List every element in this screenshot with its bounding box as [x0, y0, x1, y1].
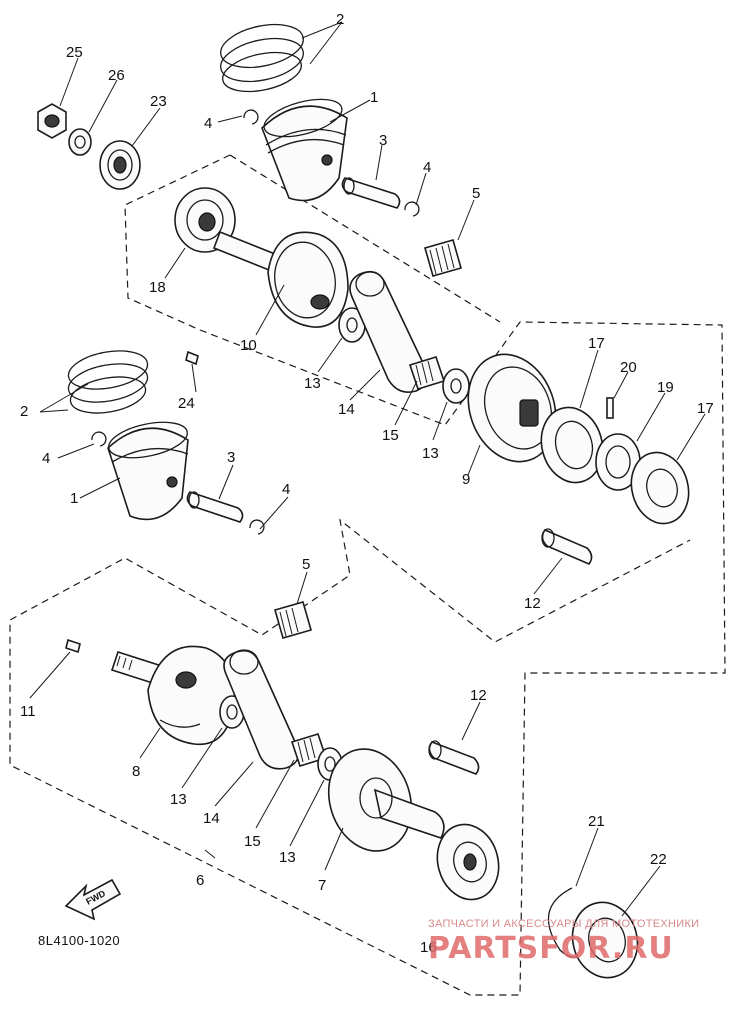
callout-21: 21 — [588, 813, 605, 830]
callout-7: 7 — [318, 877, 326, 894]
bearing-16 — [436, 823, 500, 901]
callout-3-upper: 3 — [379, 132, 387, 149]
connecting-rod-14-upper — [349, 270, 429, 393]
piston-pin-3-upper — [341, 177, 401, 209]
crank-shaft-stub-upper — [212, 230, 277, 272]
bearing-17-left — [540, 406, 604, 484]
callout-13-b: 13 — [422, 445, 439, 462]
callout-4-upper-right: 4 — [423, 159, 431, 176]
thrust-washer-13-upper-right — [442, 368, 470, 404]
callout-5-lower: 5 — [302, 556, 310, 573]
callout-11: 11 — [20, 703, 36, 720]
crank-half-8 — [147, 645, 236, 746]
oil-seal-22 — [571, 901, 639, 979]
callout-6: 6 — [196, 872, 204, 889]
callout-8: 8 — [132, 763, 140, 780]
piston-pin-3-lower — [186, 491, 244, 523]
callout-13-c: 13 — [170, 791, 187, 808]
circlip-4-upper-left — [243, 109, 259, 125]
callout-12-upper: 12 — [524, 595, 541, 612]
key-24 — [185, 350, 199, 366]
piston-1-lower — [107, 421, 189, 521]
callout-1-lower: 1 — [70, 490, 78, 507]
fwd-arrow: FWD — [64, 878, 122, 921]
diagram-code: 8L4100-1020 — [38, 933, 120, 948]
watermark-brand: PARTSFOR.RU — [428, 931, 674, 966]
needle-bearing-5-upper — [424, 239, 462, 277]
callout-4-upper-left: 4 — [204, 115, 212, 132]
callout-9: 9 — [462, 471, 470, 488]
callout-14-upper: 14 — [338, 401, 355, 418]
callout-25: 25 — [66, 44, 83, 61]
spacer-19 — [595, 433, 641, 491]
callout-2-lower: 2 — [20, 403, 28, 420]
leader-lines — [29, 21, 706, 917]
callout-13-d: 13 — [279, 849, 296, 866]
dowel-pin-20 — [606, 397, 614, 419]
callout-17-left: 17 — [588, 335, 605, 352]
piston-rings-2-lower — [67, 350, 149, 414]
callout-10: 10 — [240, 337, 257, 354]
nut-25 — [37, 103, 67, 139]
piston-1-upper — [261, 98, 348, 202]
watermark-tagline: ЗАПЧАСТИ И АКСЕССУАРЫ ДЛЯ МОТОТЕХНИКИ — [428, 918, 699, 930]
crank-half-10 — [267, 231, 349, 328]
callout-19: 19 — [657, 379, 674, 396]
callout-1-upper: 1 — [370, 89, 378, 106]
callout-17-right: 17 — [697, 400, 714, 417]
circlip-4-lower-left — [91, 431, 107, 447]
callout-23: 23 — [150, 93, 167, 110]
callout-14-lower: 14 — [203, 810, 220, 827]
callout-15-upper: 15 — [382, 427, 399, 444]
circlip-4-upper-right — [404, 201, 420, 217]
callout-4-lower-left: 4 — [42, 450, 50, 467]
callout-16: 16 — [420, 939, 437, 956]
callout-20: 20 — [620, 359, 637, 376]
callout-labels: 2 25 26 23 4 1 3 4 5 18 10 13 14 24 15 1… — [20, 11, 714, 956]
crank-half-9 — [467, 353, 557, 463]
callout-24: 24 — [178, 395, 195, 412]
callout-22: 22 — [650, 851, 667, 868]
oil-seal-23 — [99, 140, 141, 190]
upper-assembly-outline — [9, 154, 726, 996]
key-11 — [65, 638, 81, 654]
crank-half-7 — [327, 748, 445, 852]
connecting-rod-14-lower — [223, 649, 300, 770]
callout-5-upper: 5 — [472, 185, 480, 202]
crank-pin-12-lower — [428, 740, 480, 775]
circlip-21 — [547, 887, 581, 958]
circlip-4-lower-right — [249, 519, 265, 535]
callout-18: 18 — [149, 279, 166, 296]
bearing-17-right — [630, 451, 690, 525]
callout-13-a: 13 — [304, 375, 321, 392]
needle-bearing-5-lower — [274, 601, 312, 639]
piston-rings-2-upper — [220, 23, 304, 93]
crank-pin-12-upper — [541, 528, 593, 565]
callout-4-lower-right: 4 — [282, 481, 290, 498]
callout-2-upper: 2 — [336, 11, 344, 28]
callout-15-lower: 15 — [244, 833, 261, 850]
watermark: ЗАПЧАСТИ И АКСЕССУАРЫ ДЛЯ МОТОТЕХНИКИ PA… — [428, 918, 699, 966]
washer-26 — [68, 128, 92, 156]
callout-12-lower: 12 — [470, 687, 487, 704]
callout-3-lower: 3 — [227, 449, 235, 466]
callout-26: 26 — [108, 67, 125, 84]
